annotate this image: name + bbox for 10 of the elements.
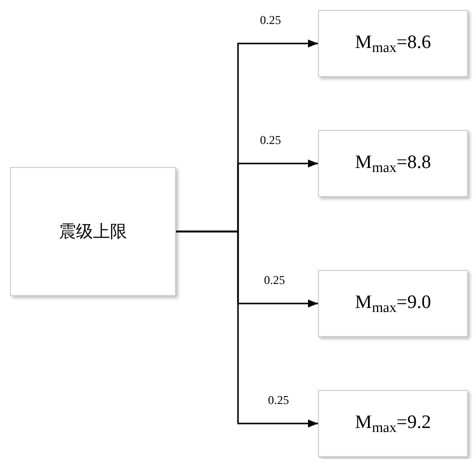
edge-label: 0.25 — [260, 14, 281, 26]
process-box: M$_{max}$=9.0 — [318, 270, 468, 337]
process-box: M$_{max}$=8.6 — [318, 10, 468, 77]
process-box: M$_{max}$=9.2 — [318, 390, 468, 457]
edge-label: 0.25 — [268, 394, 289, 406]
edge-label: 0.25 — [260, 134, 281, 146]
process-box: 震级上限 — [10, 167, 176, 296]
connector-arrow — [176, 230, 318, 428]
edge-label: 0.25 — [264, 274, 285, 286]
process-box: M$_{max}$=8.8 — [318, 130, 468, 197]
